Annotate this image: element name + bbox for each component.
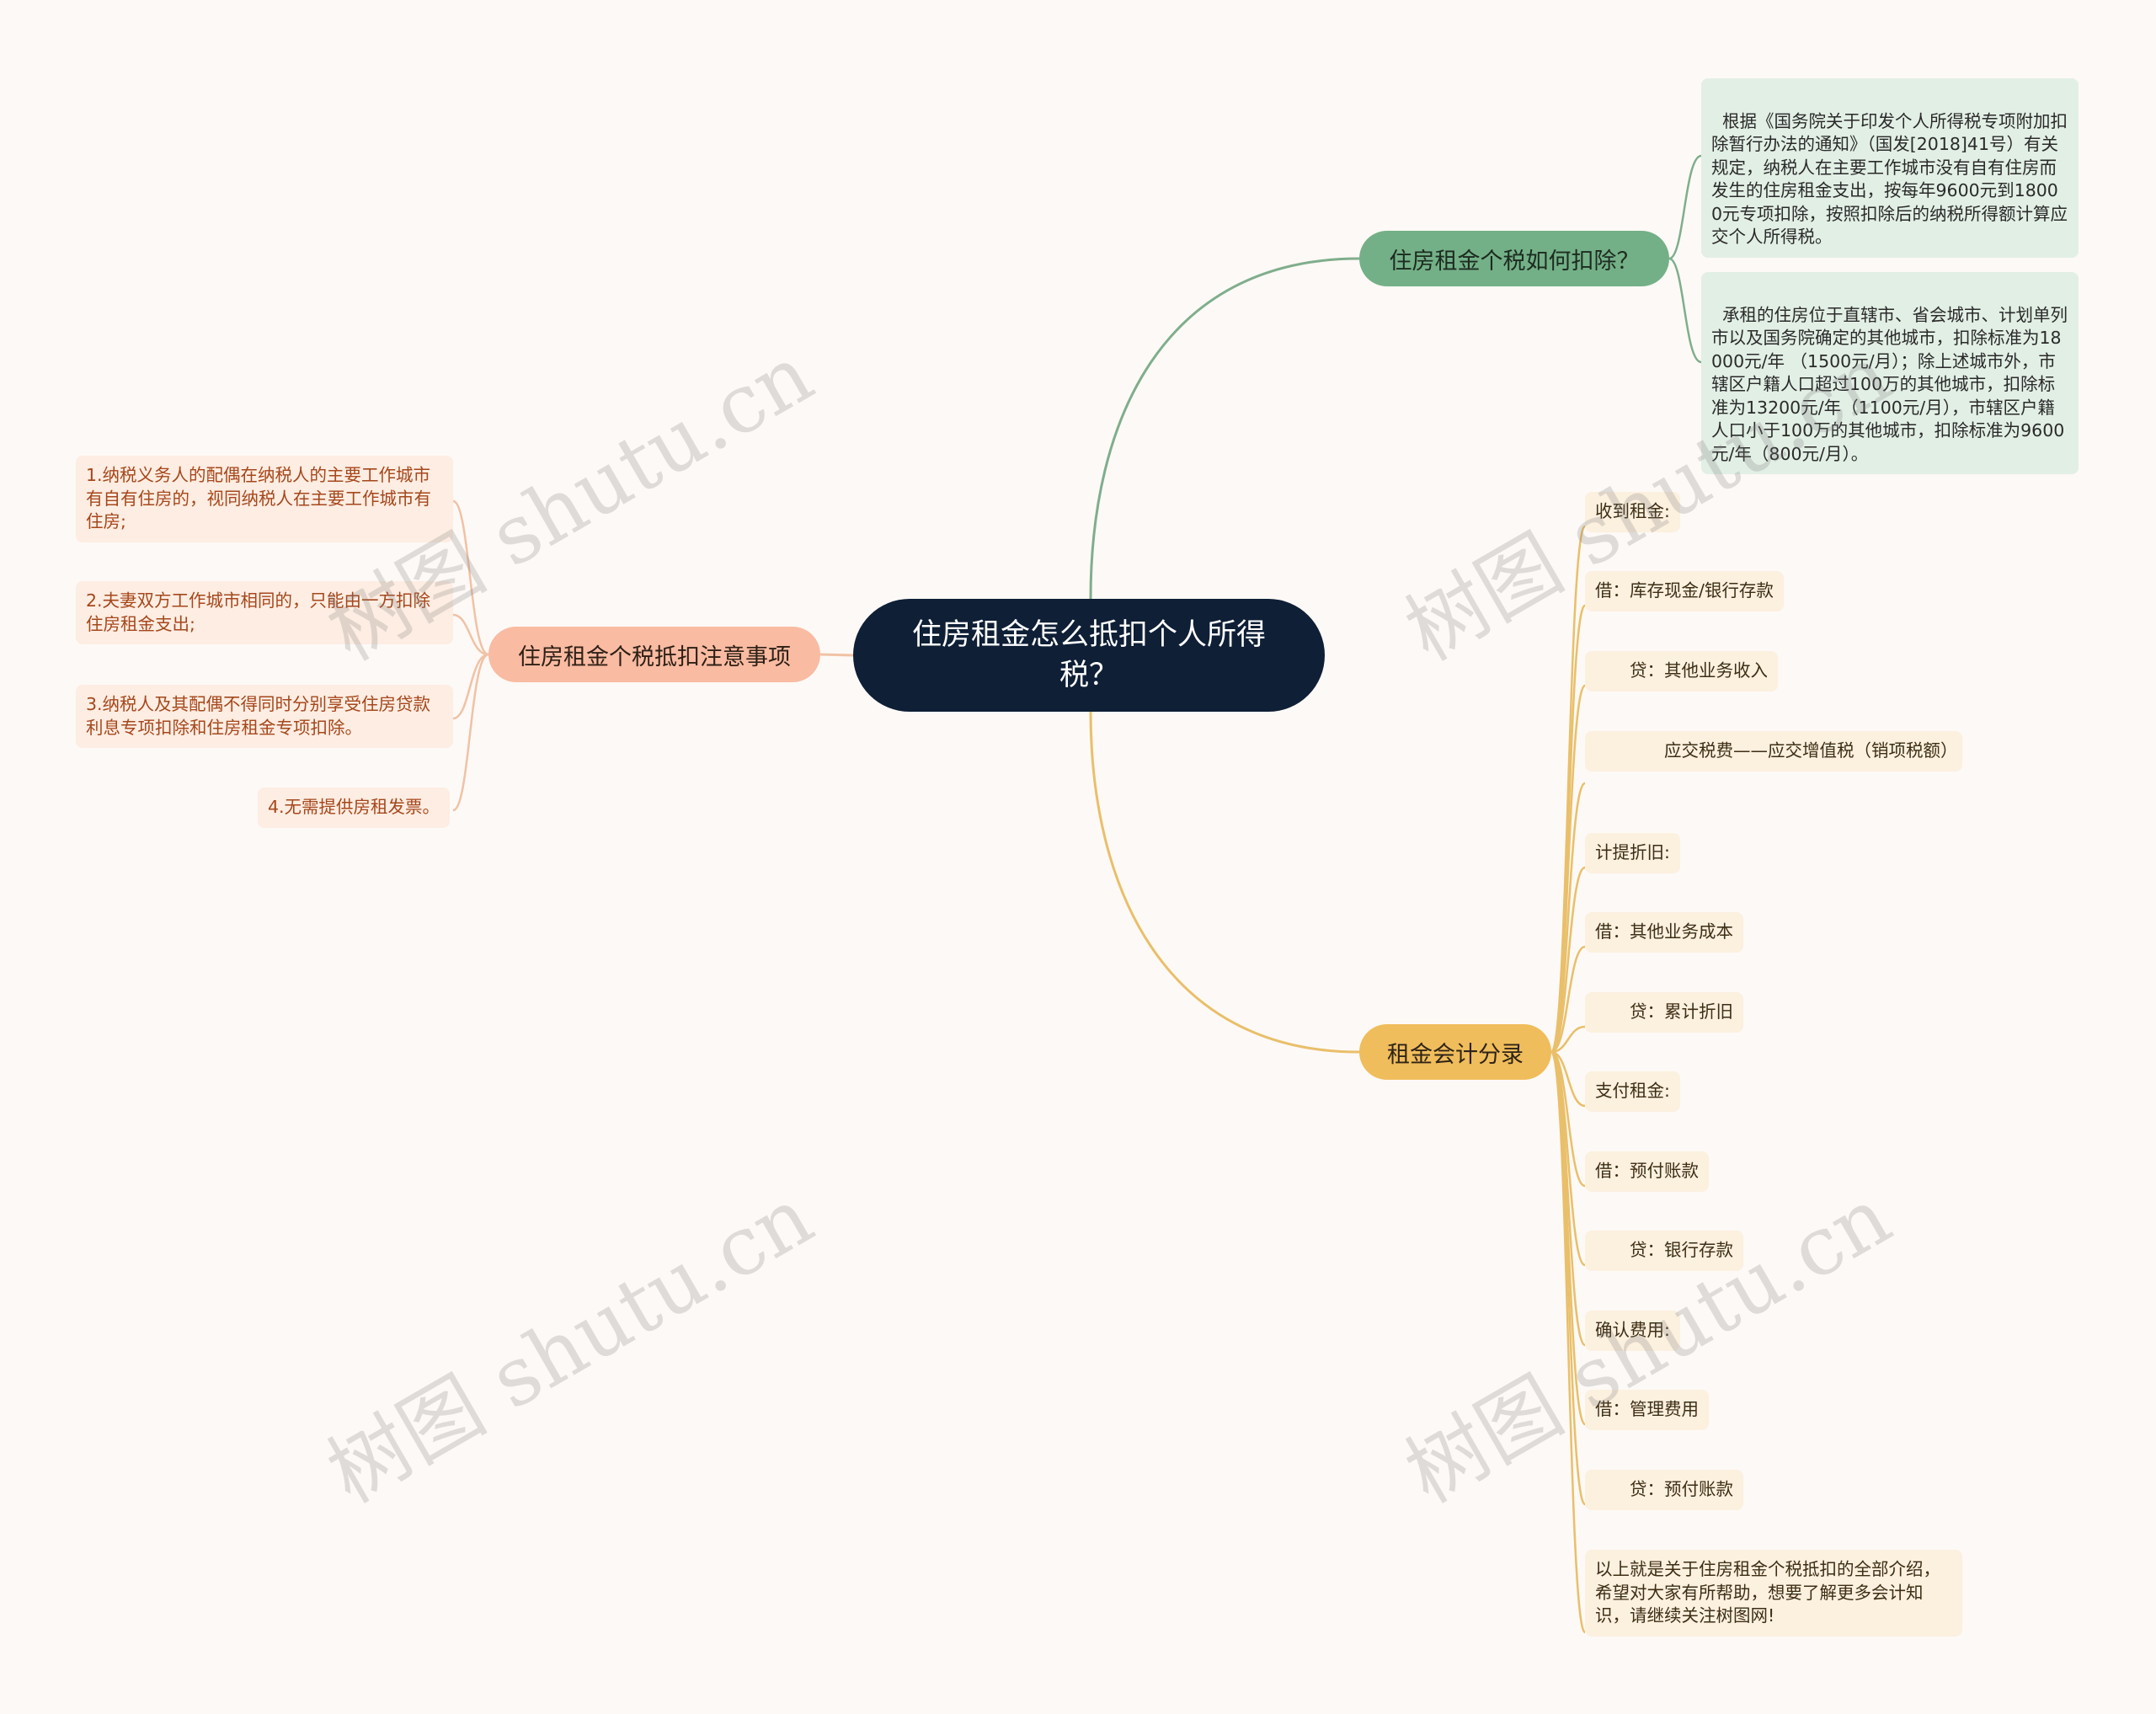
link-notes-leaf-3 <box>452 653 489 720</box>
leaf-text: 根据《国务院关于印发个人所得税专项附加扣除暂行办法的通知》（国发[2018]41… <box>1711 110 2068 248</box>
leaf-text: 借：其他业务成本 <box>1595 921 1733 942</box>
leaf-text: 贷：其他业务收入 <box>1595 660 1768 681</box>
link-root-accounting <box>1089 711 1360 1054</box>
leaf-text: 支付租金: <box>1595 1081 1670 1101</box>
deduction-leaf-1[interactable]: 根据《国务院关于印发个人所得税专项附加扣除暂行办法的通知》（国发[2018]41… <box>1701 78 2079 258</box>
branch-notes[interactable]: 住房租金个税抵扣注意事项 <box>488 627 820 682</box>
notes-leaf-3[interactable]: 3.纳税人及其配偶不得同时分别享受住房贷款利息专项扣除和住房租金专项扣除。 <box>76 685 453 748</box>
leaf-text: 贷：累计折旧 <box>1595 1001 1733 1022</box>
link-notes-leaf-4 <box>452 653 489 812</box>
link-root-deduction <box>1089 257 1360 600</box>
accounting-leaf-7[interactable]: 贷：累计折旧 <box>1585 992 1743 1033</box>
link-notes-leaf-2 <box>452 613 489 656</box>
accounting-leaf-12[interactable]: 借：管理费用 <box>1585 1390 1709 1430</box>
accounting-leaf-6[interactable]: 借：其他业务成本 <box>1585 912 1743 953</box>
notes-leaf-4[interactable]: 4.无需提供房租发票。 <box>258 788 451 828</box>
link-deduction-leaf-2 <box>1668 257 1702 364</box>
accounting-leaf-14[interactable]: 以上就是关于住房租金个税抵扣的全部介绍，希望对大家有所帮助，想要了解更多会计知识… <box>1585 1550 1962 1637</box>
branch-accounting[interactable]: 租金会计分录 <box>1359 1024 1551 1080</box>
notes-leaf-1[interactable]: 1.纳税义务人的配偶在纳税人的主要工作城市有自有住房的，视同纳税人在主要工作城市… <box>76 456 453 542</box>
branch-deduction-label: 住房租金个税如何扣除？ <box>1389 248 1640 275</box>
leaf-text: 计提折旧: <box>1595 842 1670 862</box>
leaf-text: 承租的住房位于直辖市、省会城市、计划单列市以及国务院确定的其他城市，扣除标准为1… <box>1711 304 2068 464</box>
accounting-leaf-5[interactable]: 计提折旧: <box>1585 833 1680 873</box>
leaf-text: 借：库存现金/银行存款 <box>1595 580 1774 601</box>
accounting-links <box>1550 525 1587 1634</box>
leaf-text: 借：管理费用 <box>1595 1399 1699 1419</box>
leaf-text: 2.夫妻双方工作城市相同的，只能由一方扣除住房租金支出; <box>86 590 431 634</box>
leaf-text: 1.纳税义务人的配偶在纳税人的主要工作城市有自有住房的，视同纳税人在主要工作城市… <box>86 465 431 531</box>
leaf-text: 4.无需提供房租发票。 <box>268 797 440 817</box>
root-topic[interactable]: 住房租金怎么抵扣个人所得税？ <box>853 599 1325 712</box>
leaf-text: 3.纳税人及其配偶不得同时分别享受住房贷款利息专项扣除和住房租金专项扣除。 <box>86 694 431 738</box>
leaf-text: 借：预付账款 <box>1595 1161 1699 1181</box>
link-accounting-leaf-8 <box>1550 1050 1586 1108</box>
leaf-text: 以上就是关于住房租金个税抵扣的全部介绍，希望对大家有所帮助，想要了解更多会计知识… <box>1595 1559 1940 1626</box>
root-topic-text: 住房租金怎么抵扣个人所得税？ <box>912 618 1267 692</box>
accounting-leaf-2[interactable]: 借：库存现金/银行存款 <box>1585 571 1784 611</box>
branch-notes-label: 住房租金个税抵扣注意事项 <box>518 643 791 670</box>
link-root-notes <box>819 653 854 657</box>
link-accounting-leaf-9 <box>1550 1050 1586 1188</box>
accounting-leaf-11[interactable]: 确认费用: <box>1585 1311 1680 1351</box>
link-accounting-leaf-7 <box>1550 1025 1586 1054</box>
notes-links <box>452 499 489 812</box>
link-accounting-leaf-4 <box>1550 782 1587 1054</box>
accounting-leaf-9[interactable]: 借：预付账款 <box>1585 1151 1709 1192</box>
leaf-text: 应交税费——应交增值税（销项税额） <box>1595 740 1958 761</box>
link-accounting-leaf-6 <box>1550 945 1586 1054</box>
accounting-leaf-13[interactable]: 贷：预付账款 <box>1585 1470 1743 1510</box>
accounting-leaf-1[interactable]: 收到租金: <box>1585 492 1680 532</box>
link-deduction-leaf-1 <box>1668 154 1702 260</box>
deduction-leaf-2[interactable]: 承租的住房位于直辖市、省会城市、计划单列市以及国务院确定的其他城市，扣除标准为1… <box>1701 272 2079 474</box>
accounting-leaf-4[interactable]: 应交税费——应交增值税（销项税额） <box>1585 731 1962 772</box>
link-accounting-leaf-2 <box>1550 604 1587 1054</box>
link-accounting-leaf-5 <box>1550 866 1586 1054</box>
accounting-leaf-10[interactable]: 贷：银行存款 <box>1585 1231 1743 1271</box>
notes-leaf-2[interactable]: 2.夫妻双方工作城市相同的，只能由一方扣除住房租金支出; <box>76 581 453 644</box>
leaf-text: 贷：银行存款 <box>1595 1240 1733 1260</box>
link-accounting-leaf-14 <box>1550 1050 1587 1634</box>
leaf-text: 确认费用: <box>1595 1320 1670 1340</box>
link-notes-leaf-1 <box>452 499 489 656</box>
link-accounting-leaf-1 <box>1550 525 1587 1054</box>
accounting-leaf-3[interactable]: 贷：其他业务收入 <box>1585 651 1778 691</box>
branch-accounting-label: 租金会计分录 <box>1387 1041 1524 1068</box>
accounting-leaf-8[interactable]: 支付租金: <box>1585 1071 1680 1112</box>
leaf-text: 收到租金: <box>1595 501 1670 521</box>
leaf-text: 贷：预付账款 <box>1595 1479 1733 1499</box>
branch-deduction[interactable]: 住房租金个税如何扣除？ <box>1359 231 1669 286</box>
